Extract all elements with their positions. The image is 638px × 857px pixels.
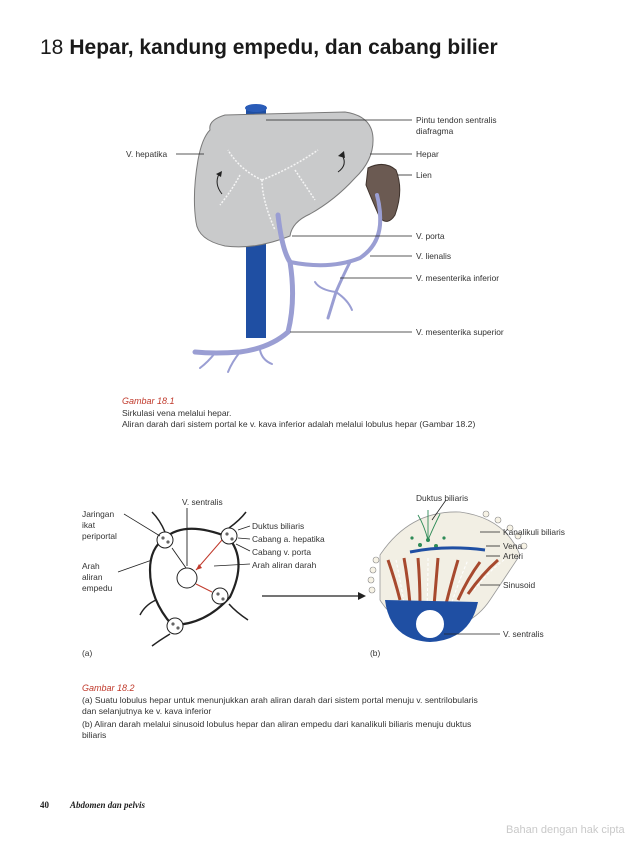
sinusoid-fan — [367, 510, 528, 642]
figure-1-caption-line: Sirkulasi vena melalui hepar. — [122, 408, 232, 418]
chapter-number: 18 — [40, 36, 64, 59]
label-sinusoid: Sinusoid — [503, 580, 536, 590]
label-pintu-2: diafragma — [416, 126, 454, 136]
figure-2-caption-line: (a) Suatu lobulus hepar untuk menunjukka… — [82, 695, 478, 705]
label-arah-3: empedu — [82, 583, 113, 593]
figure-2-caption-line: (b) Aliran darah melalui sinusoid lobulu… — [82, 719, 472, 729]
label-hepar: Hepar — [416, 149, 439, 159]
label-kanalikuli-biliaris: Kanalikuli biliaris — [503, 527, 565, 537]
label-v-porta: V. porta — [416, 231, 445, 241]
spleen-shape — [365, 164, 401, 222]
figure-2-caption-line: biliaris — [82, 730, 107, 740]
liver-shape — [193, 111, 374, 248]
figure-2-caption-title: Gambar 18.2 — [82, 683, 135, 693]
figure-2-caption-line: dan selanjutnya ke v. kava inferior — [82, 706, 212, 716]
label-cabang-v-porta: Cabang v. porta — [252, 547, 311, 557]
label-pintu-1: Pintu tendon sentralis — [416, 115, 497, 125]
label-arah-1: Arah — [82, 561, 100, 571]
copyright-watermark: Bahan dengan hak cipta — [506, 824, 625, 836]
figure-1-caption-line: Aliran darah dari sistem portal ke v. ka… — [122, 419, 476, 429]
label-arah-2: aliran — [82, 572, 103, 582]
label-vena: Vena — [503, 541, 523, 551]
label-panel-a: (a) — [82, 648, 93, 658]
label-duktus-biliaris-a: Duktus biliaris — [252, 521, 305, 531]
label-panel-b: (b) — [370, 648, 381, 658]
label-lien: Lien — [416, 170, 432, 180]
footer-section-title: Abdomen dan pelvis — [70, 800, 146, 810]
label-v-hepatika: V. hepatika — [126, 149, 168, 159]
chapter-title: Hepar, kandung empedu, dan cabang bilier — [69, 36, 498, 59]
label-duktus-biliaris-b: Duktus biliaris — [416, 493, 469, 503]
label-v-mesenterika-superior: V. mesenterika superior — [416, 327, 504, 337]
label-arah-aliran-darah: Arah aliran darah — [252, 560, 317, 570]
figure-1-caption-title: Gambar 18.1 — [122, 396, 175, 406]
label-v-sentralis-b: V. sentralis — [503, 629, 544, 639]
label-v-mesenterika-inferior: V. mesenterika inferior — [416, 273, 500, 283]
footer-page-number: 40 — [40, 800, 49, 810]
central-vein-a — [176, 567, 198, 589]
label-cabang-a-hepatika: Cabang a. hepatika — [252, 534, 325, 544]
lobule-outline — [148, 527, 240, 627]
label-jaringan-1: Jaringan — [82, 509, 115, 519]
label-v-sentralis-a: V. sentralis — [182, 497, 223, 507]
central-vein-b — [414, 608, 446, 640]
label-jaringan-3: periportal — [82, 531, 117, 541]
label-arteri: Arteri — [503, 551, 524, 561]
label-jaringan-2: ikat — [82, 520, 96, 530]
label-v-lienalis: V. lienalis — [416, 251, 452, 261]
